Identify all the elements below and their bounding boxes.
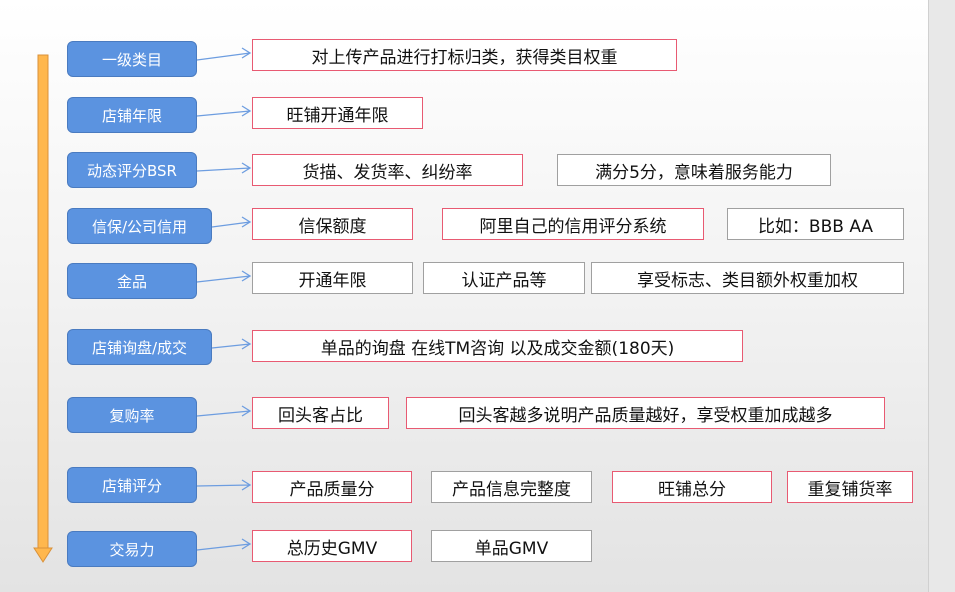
- detail-box: 回头客占比: [252, 397, 389, 429]
- detail-box: 对上传产品进行打标归类，获得类目权重: [252, 39, 677, 71]
- detail-box: 享受标志、类目额外权重加权: [591, 262, 904, 294]
- detail-box: 满分5分，意味着服务能力: [557, 154, 831, 186]
- detail-box: 旺铺开通年限: [252, 97, 423, 129]
- detail-box: 产品信息完整度: [431, 471, 592, 503]
- category-label: 交易力: [67, 531, 197, 567]
- detail-box: 开通年限: [252, 262, 413, 294]
- category-label: 店铺评分: [67, 467, 197, 503]
- detail-box: 旺铺总分: [612, 471, 772, 503]
- arrow-connector: [211, 338, 252, 350]
- detail-box: 阿里自己的信用评分系统: [442, 208, 704, 240]
- category-label: 店铺询盘/成交: [67, 329, 212, 365]
- category-label: 一级类目: [67, 41, 197, 77]
- detail-box: 信保额度: [252, 208, 413, 240]
- arrow-connector: [196, 47, 252, 61]
- arrow-connector: [196, 270, 252, 283]
- detail-box: 产品质量分: [252, 471, 412, 503]
- category-label: 动态评分BSR: [67, 152, 197, 188]
- timeline-arrow-head: [33, 547, 53, 563]
- detail-box: 单品的询盘 在线TM咨询 以及成交金额(180天): [252, 330, 743, 362]
- detail-box: 比如：BBB AA: [727, 208, 904, 240]
- arrow-connector: [211, 216, 252, 228]
- timeline-arrow-shaft: [37, 54, 49, 551]
- detail-box: 总历史GMV: [252, 530, 412, 562]
- category-label: 店铺年限: [67, 97, 197, 133]
- detail-box: 重复铺货率: [787, 471, 913, 503]
- arrow-connector: [196, 538, 252, 551]
- arrow-connector: [196, 105, 252, 117]
- detail-box: 单品GMV: [431, 530, 592, 562]
- detail-box: 认证产品等: [423, 262, 585, 294]
- detail-box: 回头客越多说明产品质量越好，享受权重加成越多: [406, 397, 885, 429]
- category-label: 复购率: [67, 397, 197, 433]
- scrollbar-strip: [928, 0, 955, 592]
- category-label: 金品: [67, 263, 197, 299]
- category-label: 信保/公司信用: [67, 208, 212, 244]
- arrow-connector: [196, 162, 252, 174]
- arrow-connector: [196, 405, 252, 417]
- arrow-connector: [196, 479, 252, 491]
- detail-box: 货描、发货率、纠纷率: [252, 154, 523, 186]
